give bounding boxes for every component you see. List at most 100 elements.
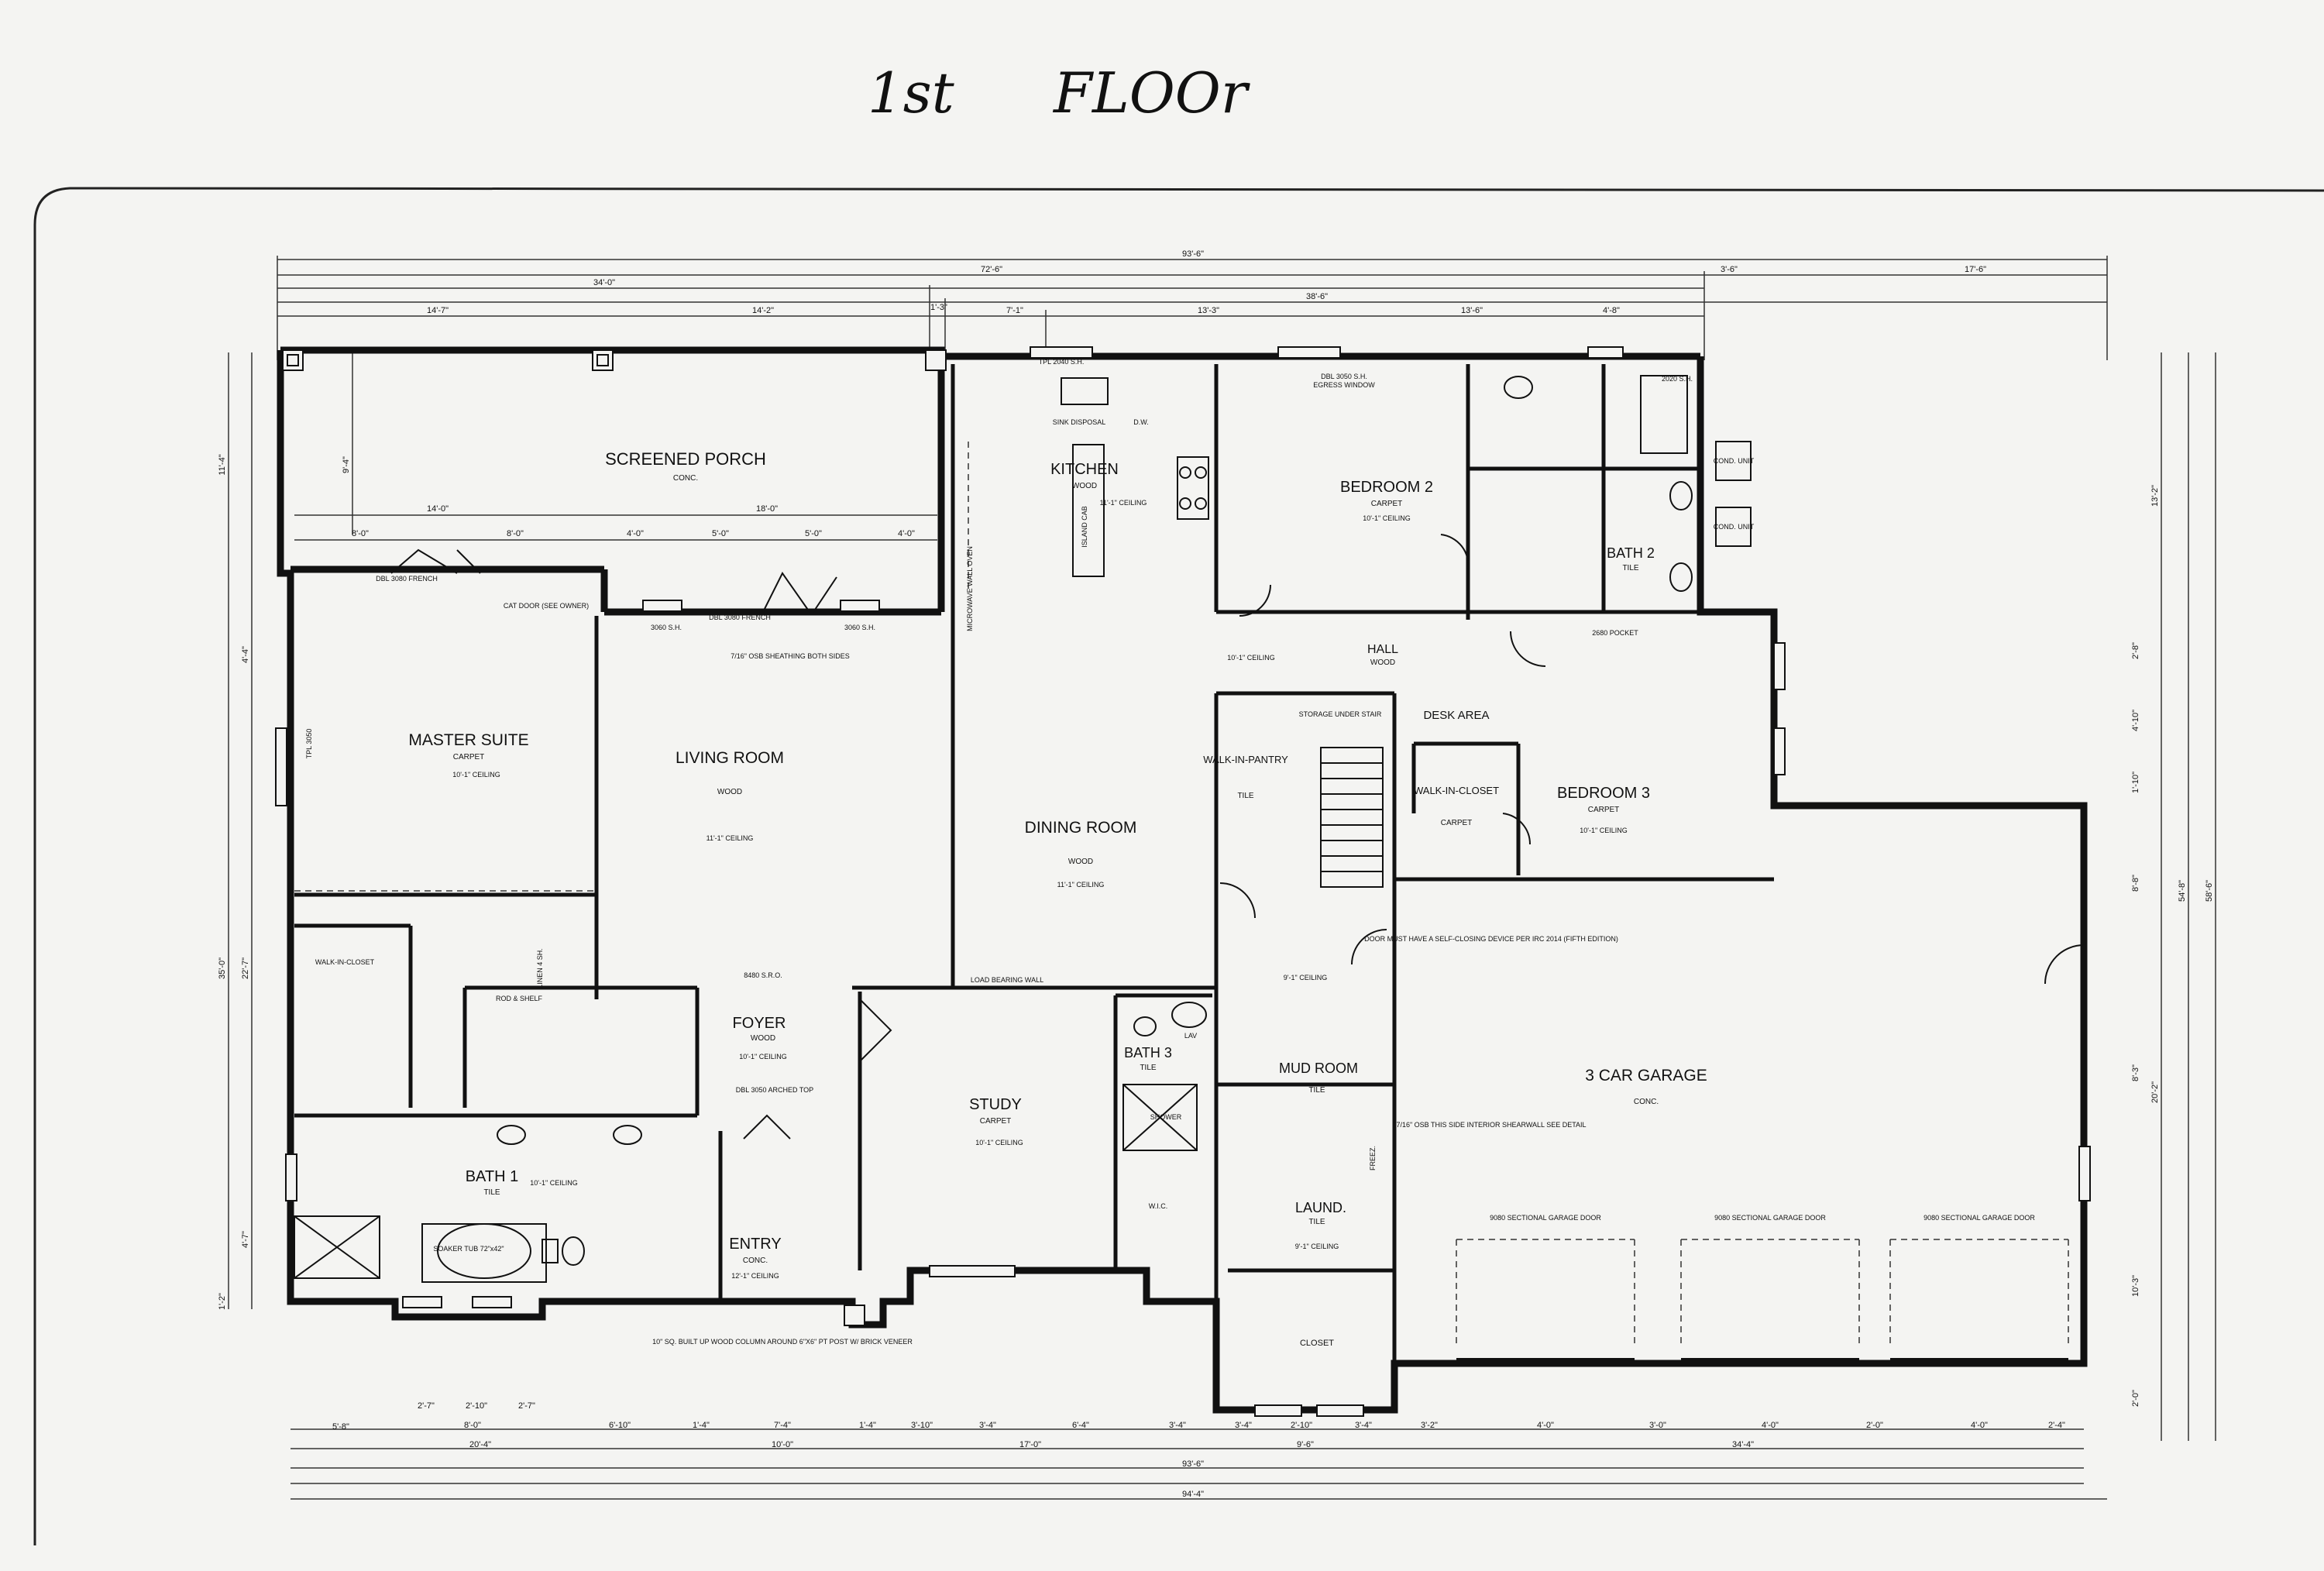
room-name-bedroom-2: BEDROOM 2 xyxy=(1340,479,1433,496)
range-icon xyxy=(1177,456,1209,520)
stair xyxy=(1320,747,1384,888)
room-finish-bath-1: TILE xyxy=(483,1188,500,1197)
dim-bottom-15: 3'-4" xyxy=(1169,1421,1186,1430)
room-finish-screened-porch: CONC. xyxy=(673,474,698,483)
label-arched: DBL 3050 ARCHED TOP xyxy=(736,1086,813,1094)
dim-top-3: 38'-6" xyxy=(1306,292,1328,301)
dim-bottom-26: 2'-4" xyxy=(2048,1421,2065,1430)
kitchen-fixtures xyxy=(1061,377,1209,577)
room-ceiling-living-room: 11'-1" CEILING xyxy=(706,834,754,842)
dim-porch-6: 5'-0" xyxy=(805,529,822,538)
room-ceiling-bath-1: 10'-1" CEILING xyxy=(530,1179,577,1187)
room-finish-foyer: WOOD xyxy=(751,1034,775,1043)
top-dimension-lines xyxy=(277,256,2108,360)
dim-bottom-9: 1'-4" xyxy=(859,1421,876,1430)
dim-top-0: 93'-6" xyxy=(1182,249,1204,259)
dim-bottom-8: 7'-4" xyxy=(774,1421,791,1430)
dim-bottom-13: 6'-4" xyxy=(1072,1421,1089,1430)
dim-bottom-18: 3'-4" xyxy=(1355,1421,1372,1430)
dim-right-10: 58'-6" xyxy=(2205,880,2214,902)
label-sro8480: 8480 S.R.O. xyxy=(744,971,782,979)
label-dw: D.W. xyxy=(1133,418,1149,426)
label-islandcab: ISLAND CAB xyxy=(1081,506,1088,548)
label-dbl3080: DBL 3080 FRENCH xyxy=(376,575,438,583)
dim-bottom-29: 94'-4" xyxy=(1182,1490,1204,1499)
label-walloven: MICROWAVE WALL OVEN xyxy=(966,546,974,631)
label-rodshelf: ROD & SHELF xyxy=(496,995,543,1002)
dim-top-8: 1'-3" xyxy=(930,303,947,312)
label-condo-1: COND. UNIT xyxy=(1714,457,1755,465)
room-labels: SCREENED PORCH CONC. KITCHEN WOOD 11'-1"… xyxy=(408,449,1707,1348)
label-tpl3050: TPL 3050 xyxy=(305,729,313,759)
label-s2020: 2020 S.H. xyxy=(1662,375,1693,383)
dim-right-1: 2'-8" xyxy=(2131,642,2140,659)
lavatory-icon xyxy=(497,1125,526,1145)
room-name-living-room: LIVING ROOM xyxy=(676,749,784,767)
dim-bottom-19: 9'-6" xyxy=(1297,1440,1314,1449)
dim-left-4: 22'-7" xyxy=(241,957,250,979)
dim-bottom-14: 17'-0" xyxy=(1019,1440,1041,1449)
dim-top-1: 72'-6" xyxy=(981,265,1002,274)
dim-bottom-4: 8'-0" xyxy=(464,1421,481,1430)
windows xyxy=(275,346,2091,1417)
dim-bottom-12: 3'-4" xyxy=(979,1421,996,1430)
dim-bottom-23: 4'-0" xyxy=(1762,1421,1779,1430)
left-dimension-text: 11'-4" 9'-4" 4'-4" 35'-0" 22'-7" 4'-7" 1… xyxy=(218,454,351,1310)
dim-top-11: 13'-6" xyxy=(1461,306,1483,315)
label-lin: LINEN 4 SH. xyxy=(536,948,544,988)
label-tpl2040: TPL 2040 S.H. xyxy=(1039,358,1085,366)
label-gdoor-3: 9080 SECTIONAL GARAGE DOOR xyxy=(1923,1214,2035,1222)
room-name-mud-room: MUD ROOM xyxy=(1279,1061,1358,1076)
label-french3080: DBL 3080 FRENCH xyxy=(709,614,771,621)
room-finish-hall: WOOD xyxy=(1370,658,1395,667)
room-name-foyer: FOYER xyxy=(733,1015,786,1032)
room-name-walk-in-closet-3: WALK-IN-CLOSET xyxy=(1414,785,1499,796)
label-wic: W.I.C. xyxy=(1149,1202,1168,1210)
room-finish-garage: CONC. xyxy=(1634,1098,1659,1106)
room-ceiling-mud-room: 9'-1" CEILING xyxy=(1284,974,1327,981)
dim-bottom-28: 93'-6" xyxy=(1182,1459,1204,1469)
room-finish-living-room: WOOD xyxy=(717,788,742,796)
dashed-lines xyxy=(294,442,2069,1348)
label-egress: EGRESS WINDOW xyxy=(1313,381,1375,389)
dim-bottom-17: 2'-10" xyxy=(1291,1421,1312,1430)
top-dimension-text: 93'-6" 72'-6" 34'-0" 38'-6" 3'-6" 17'-6"… xyxy=(427,249,1986,315)
label-freez: FREEZ. xyxy=(1369,1146,1377,1171)
dim-bottom-25: 4'-0" xyxy=(1971,1421,1988,1430)
room-name-hall: HALL xyxy=(1367,643,1398,656)
dim-top-5: 17'-6" xyxy=(1965,265,1986,274)
room-name-entry: ENTRY xyxy=(729,1236,781,1253)
dim-bottom-27: 34'-4" xyxy=(1732,1440,1754,1449)
label-sink: SINK DISPOSAL xyxy=(1053,418,1106,426)
room-finish-walk-in-closet-3: CARPET xyxy=(1441,819,1473,827)
toilet-icon xyxy=(541,1239,559,1263)
room-ceiling-entry: 12'-1" CEILING xyxy=(731,1272,779,1280)
dim-left-1: 9'-4" xyxy=(342,456,351,473)
dim-right-2: 4'-10" xyxy=(2131,710,2140,731)
dim-left-0: 11'-4" xyxy=(218,454,227,475)
bottom-dimension-text: 5'-8" 2'-7" 2'-10" 2'-7" 8'-0" 20'-4" 6'… xyxy=(332,1401,2065,1499)
dim-left-5: 4'-7" xyxy=(241,1231,250,1248)
dim-right-9: 54'-8" xyxy=(2178,880,2187,902)
dim-bottom-22: 3'-0" xyxy=(1649,1421,1666,1430)
dim-right-6: 20'-2" xyxy=(2150,1081,2160,1103)
dim-bottom-2: 2'-10" xyxy=(466,1401,487,1411)
dim-top-7: 14'-2" xyxy=(752,306,774,315)
room-name-bath-1: BATH 1 xyxy=(466,1168,519,1185)
dim-bottom-16: 3'-4" xyxy=(1235,1421,1252,1430)
room-ceiling-hall: 10'-1" CEILING xyxy=(1227,654,1274,662)
dim-right-7: 10'-3" xyxy=(2131,1275,2140,1297)
label-gdoor-2: 9080 SECTIONAL GARAGE DOOR xyxy=(1714,1214,1826,1222)
label-selfclose: DOOR MUST HAVE A SELF-CLOSING DEVICE PER… xyxy=(1364,935,1618,943)
room-finish-bedroom-3: CARPET xyxy=(1588,806,1620,814)
bottom-dimension-lines xyxy=(290,1428,2107,1500)
label-gdoor-1: 9080 SECTIONAL GARAGE DOOR xyxy=(1490,1214,1601,1222)
handwritten-heading: 1st FLOOr xyxy=(868,60,1250,125)
dim-bottom-3: 2'-7" xyxy=(518,1401,535,1411)
room-finish-laund: TILE xyxy=(1308,1218,1325,1226)
room-ceiling-foyer: 10'-1" CEILING xyxy=(739,1053,786,1061)
label-storage: STORAGE UNDER STAIR xyxy=(1299,710,1382,718)
dim-porch-3: 8'-0" xyxy=(507,529,524,538)
dim-top-10: 13'-3" xyxy=(1198,306,1219,315)
